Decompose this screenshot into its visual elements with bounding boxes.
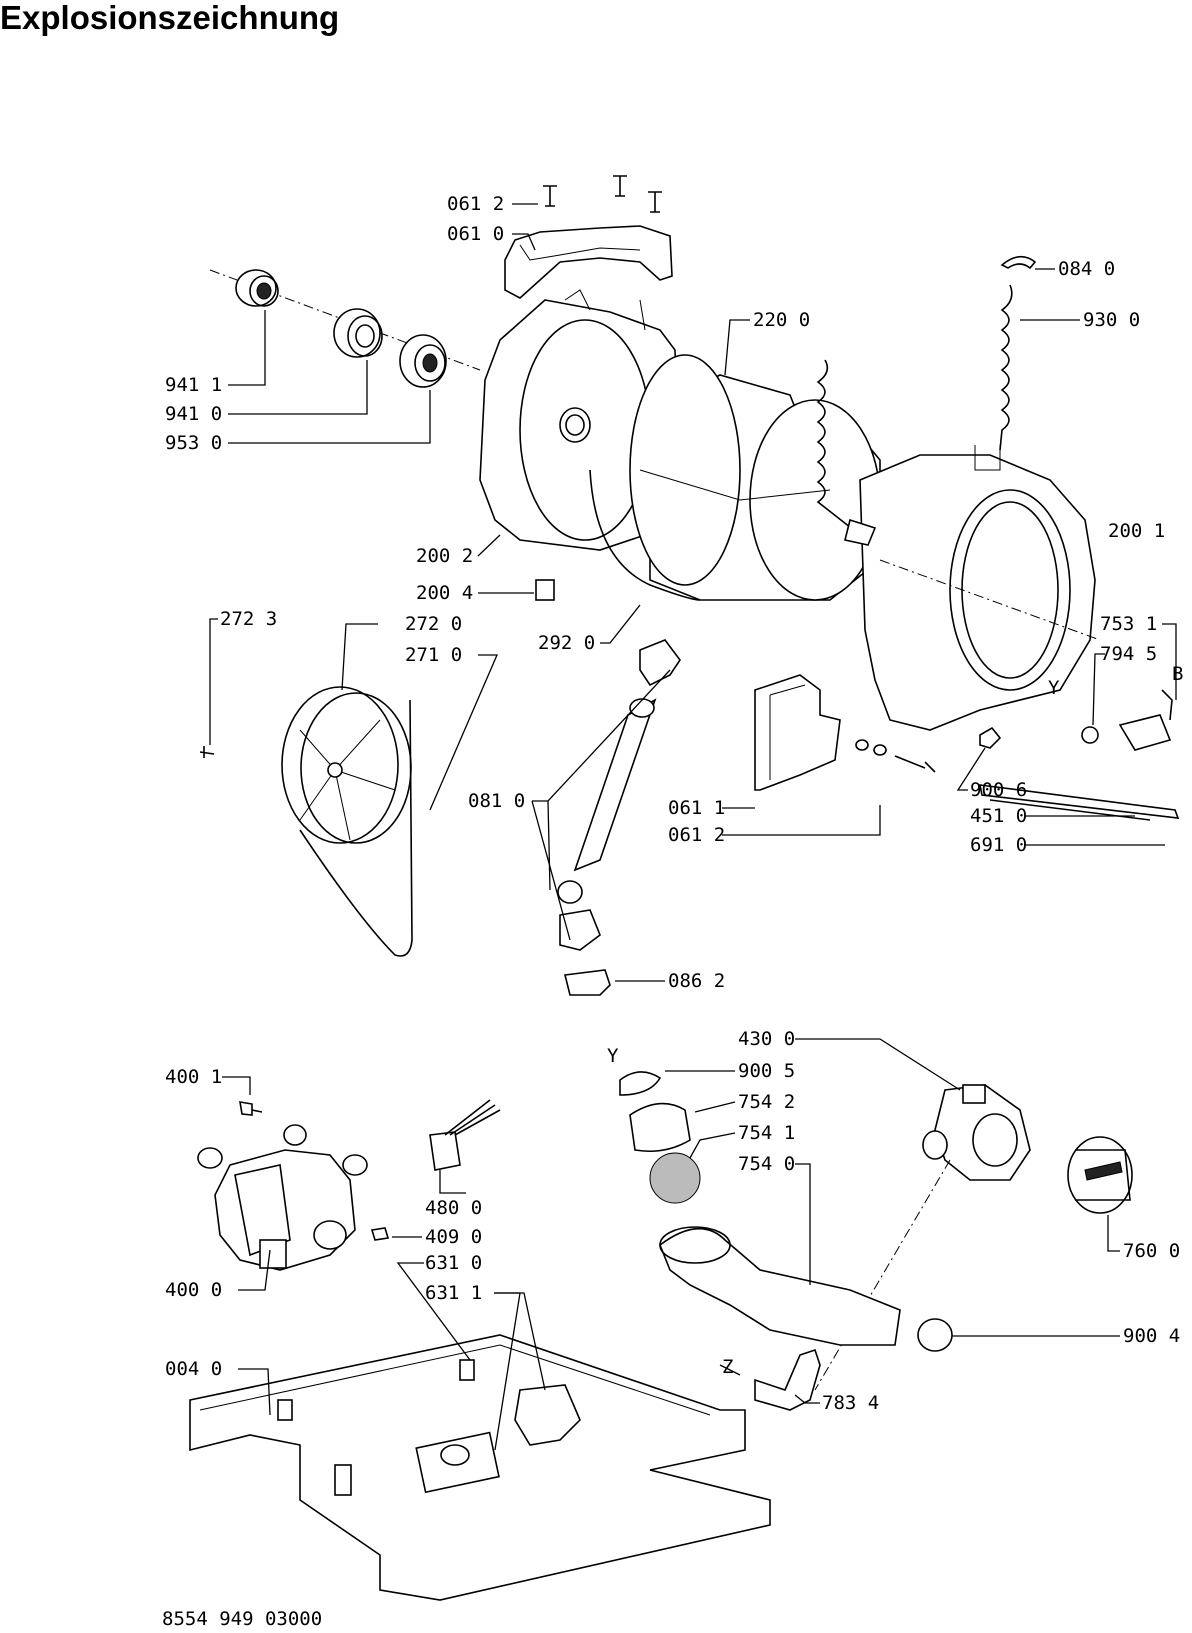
label-480-0: 480 0 bbox=[425, 1197, 482, 1219]
clip-900-6 bbox=[979, 726, 1002, 749]
seal-953-0 bbox=[399, 334, 447, 388]
label-200-2: 200 2 bbox=[416, 545, 473, 567]
plug-794-5 bbox=[1081, 726, 1099, 744]
label-Y-upper: Y bbox=[1048, 677, 1060, 699]
label-061-2-lower: 061 2 bbox=[668, 824, 725, 846]
label-760-0: 760 0 bbox=[1123, 1240, 1180, 1262]
label-200-4: 200 4 bbox=[416, 582, 473, 604]
label-409-0: 409 0 bbox=[425, 1226, 482, 1248]
label-930-0: 930 0 bbox=[1083, 309, 1140, 331]
clamp-900-4 bbox=[917, 1318, 953, 1352]
label-754-1: 754 1 bbox=[738, 1122, 795, 1144]
brush-409-0 bbox=[370, 1227, 390, 1241]
label-753-1: 753 1 bbox=[1100, 613, 1157, 635]
label-783-4: 783 4 bbox=[822, 1392, 879, 1414]
base-plate-004-0 bbox=[189, 1334, 771, 1601]
hose-292-0 bbox=[589, 469, 701, 601]
label-B: B bbox=[1172, 663, 1183, 685]
label-631-0: 631 0 bbox=[425, 1252, 482, 1274]
screw-400-1 bbox=[239, 1101, 263, 1116]
hook-084-0 bbox=[1000, 255, 1037, 270]
counterweight-061-1 bbox=[754, 674, 841, 791]
ring-900-5 bbox=[619, 1071, 662, 1096]
bearing-941-1 bbox=[235, 269, 279, 307]
label-794-5: 794 5 bbox=[1100, 643, 1157, 665]
label-004-0: 004 0 bbox=[165, 1358, 222, 1380]
belt-271-0 bbox=[299, 699, 413, 957]
label-086-2: 086 2 bbox=[668, 970, 725, 992]
label-691-0: 691 0 bbox=[970, 834, 1027, 856]
label-272-3: 272 3 bbox=[220, 608, 277, 630]
bearing-941-0 bbox=[333, 308, 383, 358]
connector-480-0 bbox=[429, 1099, 501, 1171]
spring-930-0 bbox=[816, 284, 1013, 546]
ball-754-1 bbox=[649, 1152, 701, 1204]
label-900-5: 900 5 bbox=[738, 1060, 795, 1082]
leader-lines bbox=[209, 203, 1177, 1451]
document-number: 8554 949 03000 bbox=[162, 1608, 323, 1630]
top-bracket-061-0 bbox=[504, 225, 673, 299]
label-754-0: 754 0 bbox=[738, 1153, 795, 1175]
page-title: Explosionszeichnung bbox=[0, 0, 340, 36]
drum-220-0 bbox=[629, 354, 881, 601]
label-084-0: 084 0 bbox=[1058, 258, 1115, 280]
label-400-0: 400 0 bbox=[165, 1279, 222, 1301]
thermostat-753-1 bbox=[1118, 689, 1173, 751]
hose-783-4 bbox=[754, 1348, 821, 1411]
hose-754-0 bbox=[659, 1226, 901, 1346]
clip-200-4 bbox=[535, 579, 555, 601]
label-900-6: 900 6 bbox=[970, 779, 1027, 801]
front-tub-200-1 bbox=[859, 445, 1101, 731]
gasket-754-2 bbox=[629, 1102, 691, 1153]
heater-451-0 bbox=[978, 784, 1180, 821]
pump-430-0 bbox=[922, 1084, 1031, 1181]
label-Y-lower: Y bbox=[607, 1045, 619, 1067]
label-292-0: 292 0 bbox=[538, 632, 595, 654]
screw-272-3 bbox=[199, 746, 215, 758]
label-061-2: 061 2 bbox=[447, 193, 504, 215]
label-400-1: 400 1 bbox=[165, 1066, 222, 1088]
label-081-0: 081 0 bbox=[468, 790, 525, 812]
label-430-0: 430 0 bbox=[738, 1028, 795, 1050]
label-200-1: 200 1 bbox=[1108, 520, 1165, 542]
label-941-1: 941 1 bbox=[165, 374, 222, 396]
label-953-0: 953 0 bbox=[165, 432, 222, 454]
label-451-0: 451 0 bbox=[970, 805, 1027, 827]
label-941-0: 941 0 bbox=[165, 403, 222, 425]
motor-400-0 bbox=[197, 1124, 368, 1271]
bolt-061-2 bbox=[543, 175, 662, 213]
pump-axis-line bbox=[814, 1159, 951, 1391]
filter-760-0 bbox=[1067, 1136, 1133, 1214]
label-631-1: 631 1 bbox=[425, 1282, 482, 1304]
label-271-0: 271 0 bbox=[405, 644, 462, 666]
label-220-0: 220 0 bbox=[753, 309, 810, 331]
label-061-1: 061 1 bbox=[668, 797, 725, 819]
label-754-2: 754 2 bbox=[738, 1091, 795, 1113]
label-900-4: 900 4 bbox=[1123, 1325, 1180, 1347]
label-Z: Z bbox=[722, 1356, 733, 1378]
pulley-272-0 bbox=[281, 686, 412, 844]
bolt-washers-061-2 bbox=[855, 739, 936, 773]
label-061-0: 061 0 bbox=[447, 223, 504, 245]
bracket-086-2 bbox=[564, 969, 611, 996]
label-272-0: 272 0 bbox=[405, 613, 462, 635]
shock-absorber-081-0 bbox=[557, 639, 681, 951]
